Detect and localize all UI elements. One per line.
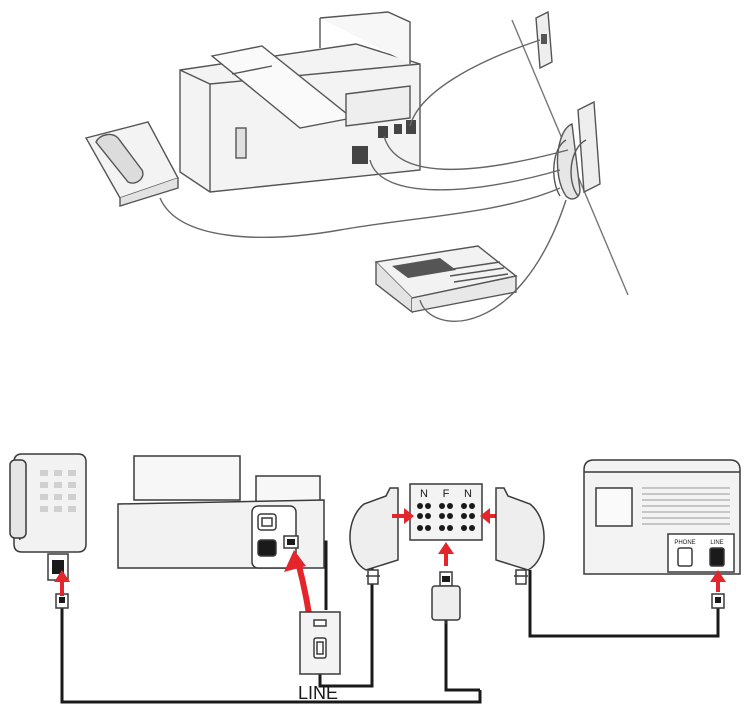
cable-telephone-loop bbox=[60, 606, 482, 704]
wall-jack bbox=[299, 611, 341, 675]
bottom-schematic: LINE N F N bbox=[9, 453, 741, 704]
arrow-printer-head bbox=[284, 550, 306, 572]
left-splitter-plug bbox=[349, 487, 399, 585]
cable-printer-to-splitter-b bbox=[383, 135, 569, 171]
top-printer bbox=[179, 11, 421, 193]
splitter-box: N F N bbox=[409, 483, 483, 541]
splitter-label-n2: N bbox=[464, 488, 472, 500]
schematic-cables bbox=[60, 540, 720, 704]
cable-wall-jack-to-splitter bbox=[318, 568, 374, 688]
arrow-splitter-bottom-head bbox=[438, 542, 454, 554]
arrow-splitter-right-head bbox=[480, 508, 490, 524]
wall-jack-upper bbox=[535, 10, 553, 70]
top-illustration bbox=[84, 10, 629, 322]
cable-printer-to-splitter-a bbox=[369, 159, 561, 191]
top-telephone bbox=[84, 121, 180, 207]
answering-port-label-line: LINE bbox=[710, 540, 723, 546]
schematic-telephone bbox=[9, 453, 87, 609]
answering-line-port bbox=[709, 547, 725, 567]
cable-plug-loop bbox=[444, 618, 480, 692]
telephone-plug bbox=[55, 593, 69, 609]
cable-printer-to-wall bbox=[409, 39, 541, 127]
arrow-telephone-head bbox=[54, 570, 70, 582]
cable-phone-to-splitter bbox=[159, 187, 561, 238]
schematic-printer bbox=[117, 455, 325, 569]
schematic-answering-machine: PHONE LINE bbox=[583, 459, 741, 609]
splitter-label-n1: N bbox=[420, 488, 428, 500]
answering-plug bbox=[711, 593, 725, 609]
answering-port-label-phone: PHONE bbox=[674, 540, 695, 546]
keypad bbox=[40, 470, 76, 512]
cable-answering-to-splitter bbox=[419, 199, 567, 322]
splitter-label-f: F bbox=[443, 488, 450, 500]
splitter-sockets bbox=[417, 503, 475, 531]
arrow-answering-head bbox=[710, 570, 726, 582]
wall-jack-label: LINE bbox=[298, 683, 338, 703]
cable-answering-loop bbox=[528, 570, 720, 638]
right-splitter-plug bbox=[495, 487, 545, 585]
center-plug bbox=[431, 571, 461, 624]
printer-ext-port bbox=[257, 513, 277, 531]
top-answering-machine bbox=[374, 245, 518, 314]
answering-phone-port bbox=[677, 547, 693, 567]
wall-splitter bbox=[553, 100, 601, 200]
speaker-grille bbox=[642, 487, 730, 525]
printer-line-port bbox=[257, 539, 277, 557]
arrow-splitter-left-head bbox=[404, 508, 414, 524]
